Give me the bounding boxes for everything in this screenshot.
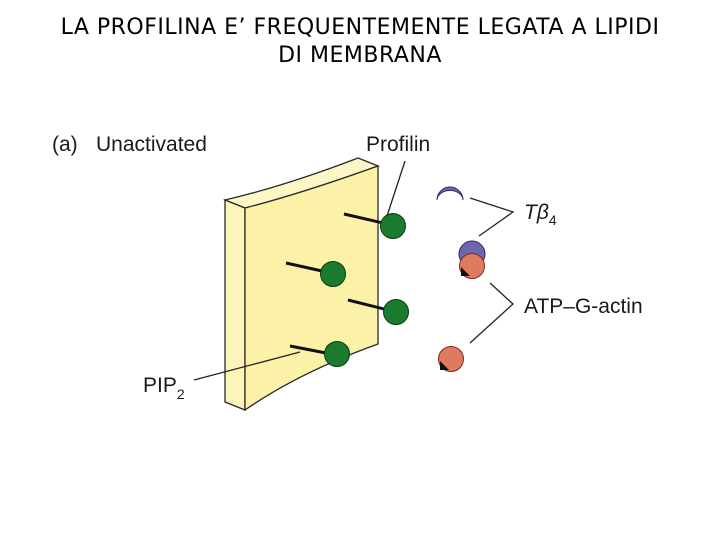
pip2-tail — [347, 298, 385, 311]
panel-letter: (a) — [52, 133, 78, 156]
atp-wedge — [440, 361, 449, 370]
thymosin-actin-complex — [458, 240, 486, 279]
profilin-label: Profilin — [366, 133, 430, 156]
slide-title: LA PROFILINA E’ FREQUENTEMENTE LEGATA A … — [0, 14, 720, 70]
actin-bracket — [469, 282, 514, 344]
profilin-molecule — [320, 261, 346, 287]
tb4-label: Tβ4 — [524, 201, 557, 228]
actin-label: ATP–G-actin — [524, 295, 643, 318]
pip2-tail — [285, 261, 323, 273]
membrane-side — [224, 199, 246, 411]
pip2-leader-line — [193, 351, 301, 381]
title-line-2: DI MEMBRANA — [278, 43, 442, 68]
profilin-molecule — [324, 341, 350, 367]
profilin-leader-line — [386, 160, 406, 217]
title-line-1: LA PROFILINA E’ FREQUENTEMENTE LEGATA A … — [60, 15, 660, 40]
pip2-tail — [289, 344, 327, 355]
pip2-text: PIP — [143, 374, 177, 397]
panel-label: Unactivated — [96, 133, 207, 156]
membrane — [222, 157, 380, 412]
pip2-subscript: 2 — [177, 386, 185, 402]
tb4-text: Tβ — [524, 201, 549, 224]
profilin-molecule — [383, 299, 409, 325]
free-actin — [438, 346, 464, 372]
profilin-pip2-group — [285, 212, 409, 367]
profilin-molecule — [380, 213, 406, 239]
pip2-label: PIP2 — [143, 374, 185, 402]
thymosin-molecule — [436, 186, 464, 201]
pip2-tail — [343, 212, 384, 225]
actin-monomer — [438, 346, 464, 372]
tb4-bracket — [469, 197, 515, 237]
tb4-subscript: 4 — [549, 212, 557, 228]
membrane-front — [244, 165, 379, 412]
atp-wedge — [461, 267, 470, 276]
